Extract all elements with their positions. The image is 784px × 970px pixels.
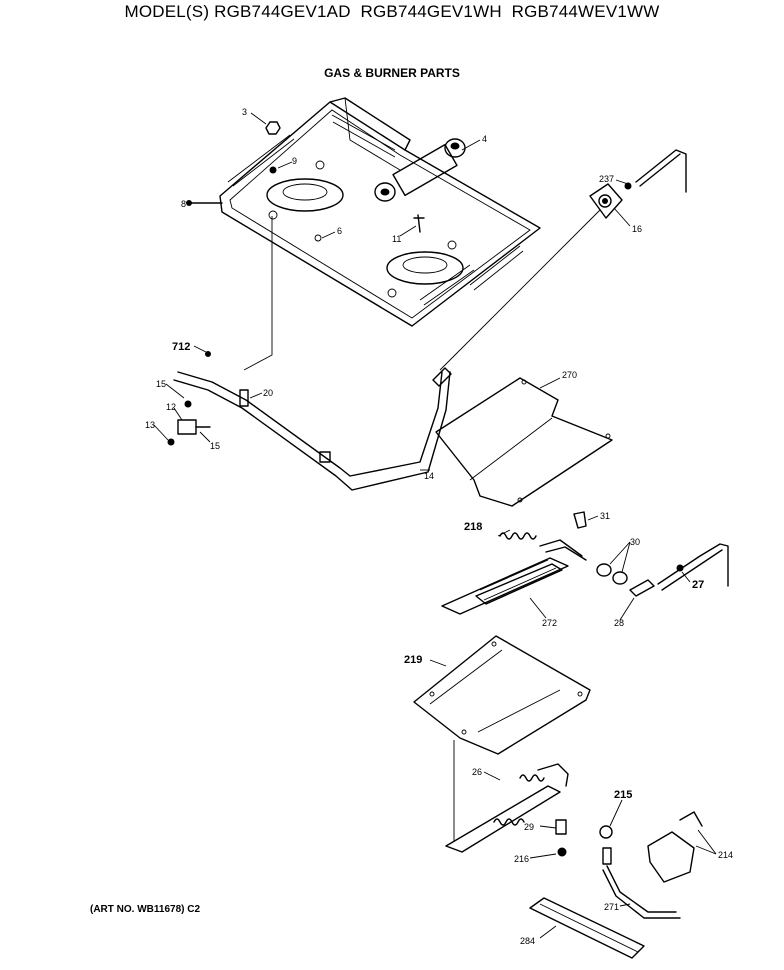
callout-6: 6: [337, 226, 342, 236]
regulator-bracket-part-16: [589, 183, 623, 219]
callout-29: 29: [524, 822, 534, 832]
callout-15-lower: 15: [210, 441, 220, 451]
burner-valve-part-4: [374, 138, 466, 202]
igniter-part-214: [647, 811, 703, 883]
callout-271: 271: [604, 902, 619, 912]
heat-shield-part-270: [435, 377, 613, 507]
callout-219: 219: [404, 654, 422, 666]
callout-272: 272: [542, 618, 557, 628]
tube-part-27: [657, 543, 729, 591]
callout-labels: 3 4 6 9 11 237 16 8 712 15 20 12 13 15 1…: [145, 107, 733, 946]
callout-215: 215: [614, 789, 632, 801]
callout-leader-lines: [153, 112, 717, 939]
spring-part-218: [499, 532, 537, 540]
tube-part-237: [624, 149, 687, 193]
callout-14: 14: [424, 471, 434, 481]
callout-3: 3: [242, 107, 247, 117]
callout-11: 11: [392, 234, 401, 244]
callout-4: 4: [482, 134, 487, 144]
callout-9: 9: [292, 156, 297, 166]
tube-part-271: [602, 869, 681, 919]
callout-26: 26: [472, 767, 482, 777]
callout-218: 218: [464, 521, 482, 533]
section-title: GAS & BURNER PARTS: [324, 66, 460, 80]
callout-284: 284: [520, 936, 535, 946]
callout-16: 16: [632, 224, 642, 234]
callout-31: 31: [600, 511, 610, 521]
callout-15-upper: 15: [156, 379, 166, 389]
oven-burner-part-272: [441, 539, 587, 615]
callout-12: 12: [166, 402, 176, 412]
valve-part-215: [599, 825, 677, 913]
callout-270: 270: [562, 370, 577, 380]
callout-13: 13: [145, 420, 155, 430]
bracket-part-284: [529, 897, 645, 959]
burner-box-assembly: [186, 97, 541, 327]
callout-8: 8: [181, 199, 186, 209]
callout-712: 712: [172, 341, 190, 353]
art-number-footer: (ART NO. WB11678) C2: [90, 904, 201, 915]
model-numbers-header: MODEL(S) RGB744GEV1AD RGB744GEV1WH RGB74…: [124, 2, 660, 21]
callout-237: 237: [599, 174, 614, 184]
callout-28: 28: [614, 618, 624, 628]
clip-part-31: [573, 511, 587, 529]
callout-214: 214: [718, 850, 733, 860]
callout-216: 216: [514, 854, 529, 864]
callout-30: 30: [630, 537, 640, 547]
orifice-part-28: [629, 579, 655, 597]
broil-burner-assembly: [445, 763, 569, 857]
callout-20: 20: [263, 388, 273, 398]
callout-27: 27: [692, 579, 704, 591]
baffle-part-219: [413, 635, 591, 755]
nut-part-30: [596, 563, 628, 585]
manifold-pipe-part-14: [167, 351, 452, 491]
